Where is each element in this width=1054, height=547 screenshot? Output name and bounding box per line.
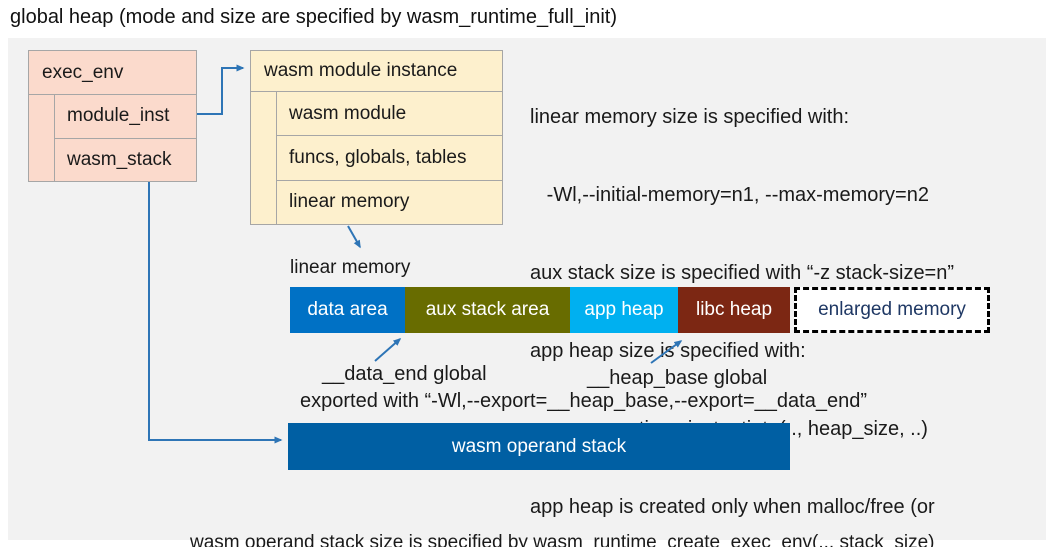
module-instance-gutter bbox=[251, 92, 277, 224]
module-instance-box: wasm module instance wasm module funcs, … bbox=[250, 50, 503, 225]
data-end-global-label: __data_end global bbox=[322, 363, 487, 385]
module-instance-row-funcs-globals-tables: funcs, globals, tables bbox=[277, 136, 502, 181]
module-instance-header: wasm module instance bbox=[251, 51, 502, 92]
segment-libc-heap: libc heap bbox=[678, 287, 790, 333]
note-line: -Wl,--initial-memory=n1, --max-memory=n2 bbox=[530, 184, 929, 206]
segment-aux-stack-area: aux stack area bbox=[405, 287, 570, 333]
exec-env-body: module_inst wasm_stack bbox=[29, 95, 196, 181]
note-line: wasm operand stack size is specified by … bbox=[190, 532, 935, 547]
exec-env-header: exec_env bbox=[29, 51, 196, 95]
module-instance-row-wasm-module: wasm module bbox=[277, 92, 502, 137]
wasm-operand-stack-bar: wasm operand stack bbox=[288, 423, 790, 470]
segment-app-heap: app heap bbox=[570, 287, 678, 333]
diagram-title: global heap (mode and size are specified… bbox=[10, 6, 617, 28]
module-instance-row-linear-memory: linear memory bbox=[289, 191, 410, 213]
exec-env-row-module-inst: module_inst bbox=[55, 95, 196, 139]
segment-data-area: data area bbox=[290, 287, 405, 333]
operand-stack-notes: wasm operand stack size is specified by … bbox=[190, 480, 935, 547]
note-line: linear memory size is specified with: bbox=[530, 106, 849, 128]
segment-enlarged-memory: enlarged memory bbox=[794, 287, 990, 333]
exec-env-gutter bbox=[29, 95, 55, 181]
exec-env-box: exec_env module_inst wasm_stack bbox=[28, 50, 197, 182]
exported-flags-label: exported with “-Wl,--export=__heap_base,… bbox=[300, 390, 867, 412]
heap-base-global-label: __heap_base global bbox=[587, 367, 768, 389]
module-instance-body: wasm module funcs, globals, tables linea… bbox=[251, 92, 502, 224]
linear-memory-bar: data area aux stack area app heap libc h… bbox=[290, 287, 990, 333]
exec-env-row-wasm-stack: wasm_stack bbox=[67, 148, 172, 170]
note-line: app heap is created only when malloc/fre… bbox=[530, 496, 935, 518]
note-line: aux stack size is specified with “-z sta… bbox=[530, 262, 955, 284]
linear-memory-label: linear memory bbox=[290, 257, 411, 278]
note-line: app heap size is specified with: bbox=[530, 340, 806, 362]
